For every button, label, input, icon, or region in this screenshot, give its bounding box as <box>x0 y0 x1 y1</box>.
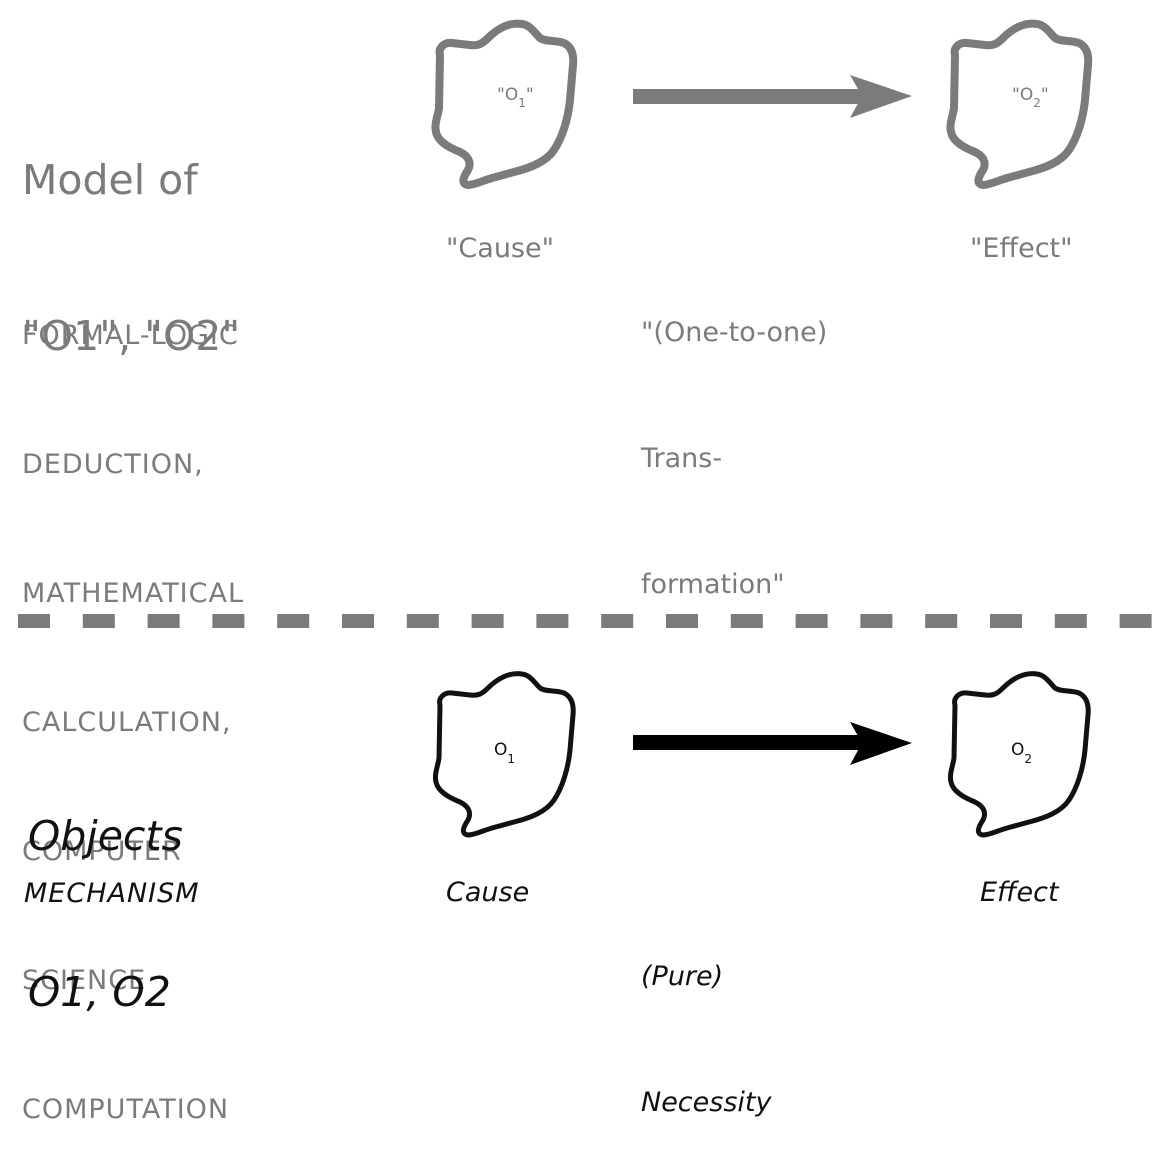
divider-dash <box>406 614 439 628</box>
divider-dash <box>730 614 763 628</box>
section-divider <box>18 614 1152 628</box>
divider-dash <box>1119 614 1152 628</box>
divider-dash <box>601 614 634 628</box>
divider-dash <box>18 614 50 628</box>
model-arrow-shaft <box>633 89 863 104</box>
mechanism-effect-label: Effect <box>980 877 1059 908</box>
model-title-line-2: "O1", "O2" <box>22 312 241 360</box>
model-arrow <box>633 75 912 118</box>
mechanism-arrow-head <box>850 722 912 765</box>
mechanism-arrow <box>633 722 912 765</box>
model-cause-label: "Cause" <box>446 233 555 264</box>
mechanism-necessity-line: Necessity <box>641 1087 772 1118</box>
model-transformation-label: "(One-to-one) Trans- formation" <box>641 228 827 648</box>
model-category-line: CALCULATION, <box>22 707 232 738</box>
divider-dash <box>212 614 245 628</box>
divider-dash <box>860 614 893 628</box>
model-transformation-line: formation" <box>641 569 785 600</box>
divider-dash <box>990 614 1022 628</box>
model-object-1-label: "O1" <box>497 85 534 110</box>
mechanism-object-2-label: O2 <box>1011 740 1032 766</box>
model-category-line: MATHEMATICAL <box>22 578 245 609</box>
mechanism-arrow-shaft <box>633 735 863 750</box>
divider-dash <box>1054 614 1087 628</box>
divider-dash <box>536 614 569 628</box>
mechanism-object-1-label: O1 <box>494 740 515 766</box>
model-effect-label: "Effect" <box>970 233 1073 264</box>
mechanism-title-line-1: Objects <box>28 812 183 860</box>
model-category-line: FORMAL-LOGIC <box>22 320 239 351</box>
divider-dash <box>666 614 698 628</box>
divider-dash <box>471 614 504 628</box>
model-title: Model of "O1", "O2" <box>22 50 240 414</box>
mechanism-category: MECHANISM <box>24 878 200 909</box>
model-object-2-label: "O2" <box>1012 85 1049 110</box>
divider-dash <box>82 614 115 628</box>
model-title-line-1: Model of <box>22 156 198 204</box>
model-category-line: COMPUTATION <box>22 1094 230 1125</box>
model-arrow-head <box>850 75 912 118</box>
model-category-line: DEDUCTION, <box>22 449 204 480</box>
mechanism-title-line-2: O1, O2 <box>28 968 171 1016</box>
mechanism-necessity-label: (Pure) Necessity <box>641 872 771 1166</box>
divider-dash <box>795 614 828 628</box>
model-transformation-line: Trans- <box>641 443 723 474</box>
mechanism-cause-label: Cause <box>446 877 530 908</box>
model-category-line: COMPUTER <box>22 836 182 867</box>
divider-dash <box>925 614 958 628</box>
mechanism-necessity-line: (Pure) <box>641 961 724 992</box>
diagram-canvas: "O1" "O2" O1 O2 <box>18 0 1152 967</box>
divider-dash <box>147 614 180 628</box>
divider-dash <box>277 614 310 628</box>
model-transformation-line: "(One-to-one) <box>641 317 828 348</box>
divider-dash <box>342 614 374 628</box>
